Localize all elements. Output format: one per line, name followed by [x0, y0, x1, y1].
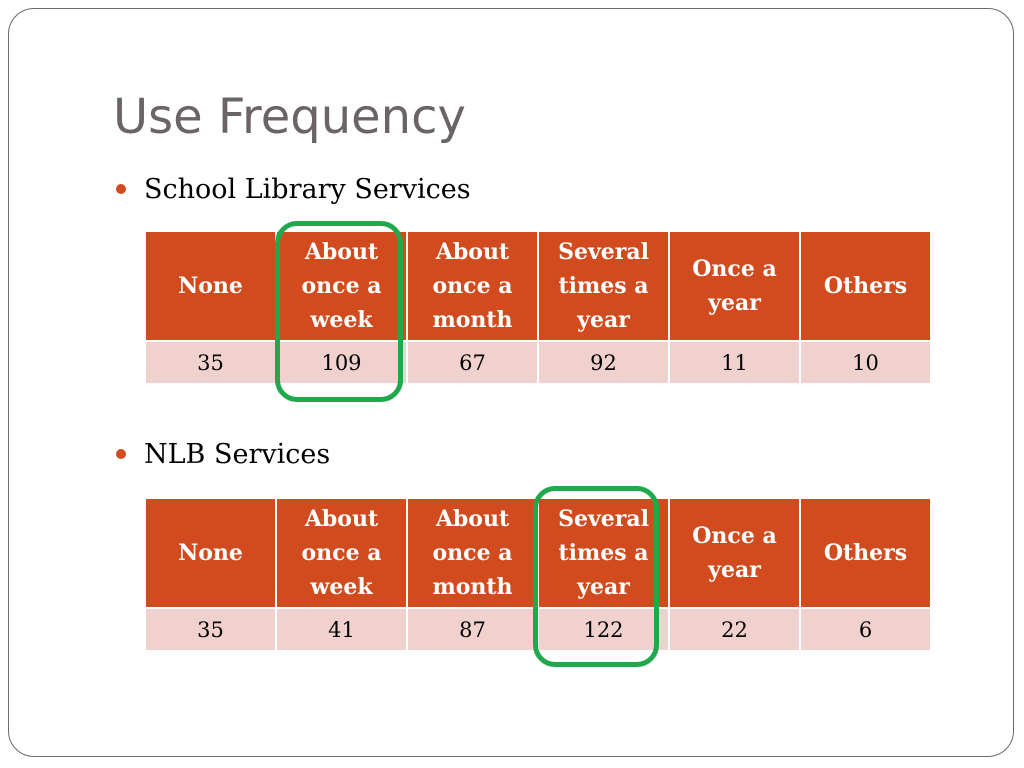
bullet-dot	[116, 184, 126, 194]
table-cell: 122	[537, 607, 670, 652]
column-header: About once a week	[275, 230, 408, 342]
slide-title: Use Frequency	[113, 89, 466, 145]
table-cell: 6	[799, 607, 932, 652]
column-header: About once a week	[275, 497, 408, 609]
table-cell: 10	[799, 340, 932, 385]
column-header: Others	[799, 497, 932, 609]
nlb-table: None About once a week About once a mont…	[144, 497, 932, 652]
section-heading: School Library Services	[144, 173, 471, 205]
column-header: None	[144, 497, 277, 609]
table-cell: 41	[275, 607, 408, 652]
table-cell: 109	[275, 340, 408, 385]
highlight-box-several-times-a-year	[533, 486, 659, 667]
table-cell: 22	[668, 607, 801, 652]
column-header: Once a year	[668, 230, 801, 342]
table-cell: 35	[144, 607, 277, 652]
table-cell: 67	[406, 340, 539, 385]
table-cell: 11	[668, 340, 801, 385]
bullet-nlb: NLB Services	[116, 436, 330, 472]
highlight-box-about-once-a-week	[275, 221, 403, 402]
column-header: About once a month	[406, 497, 539, 609]
school-library-table: None About once a week About once a mont…	[144, 230, 932, 385]
column-header: Once a year	[668, 497, 801, 609]
section-heading: NLB Services	[144, 438, 331, 470]
bullet-dot	[116, 449, 126, 459]
table-header-row: None About once a week About once a mont…	[144, 497, 932, 609]
table-header-row: None About once a week About once a mont…	[144, 230, 932, 342]
table-cell: 35	[144, 340, 277, 385]
column-header: None	[144, 230, 277, 342]
table-cell: 92	[537, 340, 670, 385]
column-header: Several times a year	[537, 497, 670, 609]
bullet-school-library: School Library Services	[116, 171, 471, 207]
column-header: Several times a year	[537, 230, 670, 342]
column-header: About once a month	[406, 230, 539, 342]
column-header: Others	[799, 230, 932, 342]
table-cell: 87	[406, 607, 539, 652]
table-row: 35 41 87 122 22 6	[144, 607, 932, 652]
table-row: 35 109 67 92 11 10	[144, 340, 932, 385]
